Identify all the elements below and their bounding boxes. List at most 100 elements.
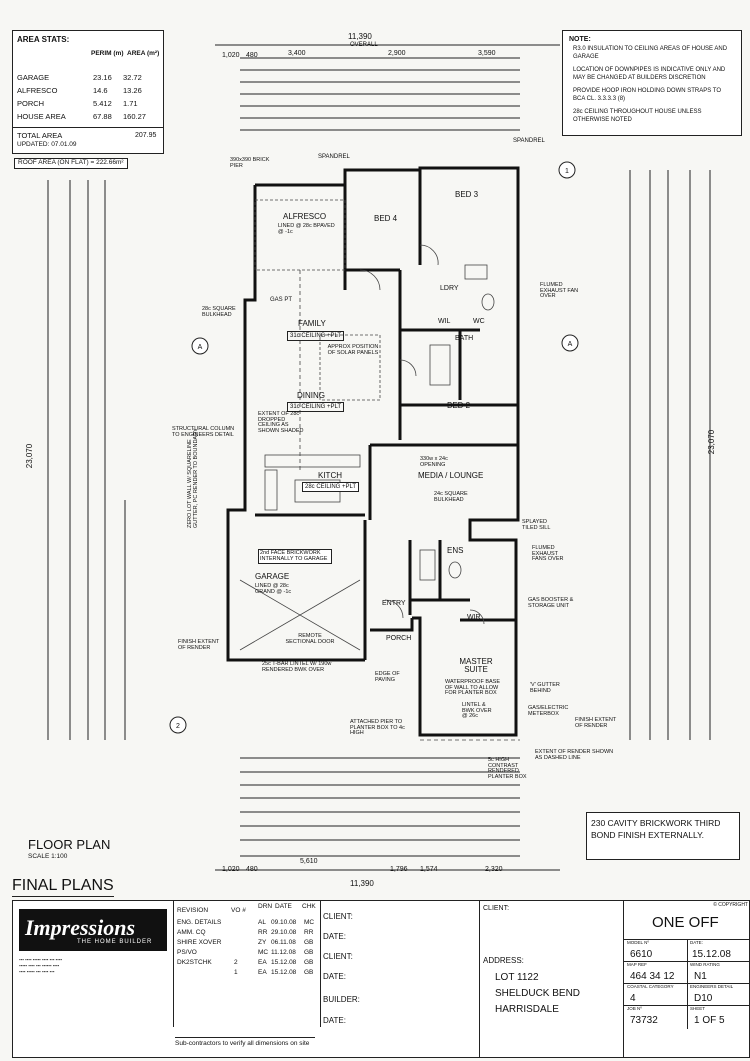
room-bed2: BED 2 bbox=[447, 401, 471, 410]
bottom-dim: 480 bbox=[246, 866, 258, 873]
zero-lot-note: ZERO LOT WALL W/ SQUARELINE GUTTER, PC R… bbox=[187, 428, 199, 528]
area-row-name: ALFRESCO bbox=[17, 86, 58, 95]
alfresco-note: LINED @ 28c BPAVED @ -1c bbox=[278, 223, 335, 235]
area-stats-title: AREA STATS: bbox=[17, 35, 70, 44]
kitch-ceiling: 28c CEILING +PLT bbox=[302, 482, 360, 492]
date-label: DATE: bbox=[323, 972, 346, 981]
meterbox-note: GAS/ELECTRIC METERBOX bbox=[528, 705, 569, 717]
floor-plan-scale: SCALE 1:100 bbox=[28, 853, 68, 860]
brand-logo: Impressions THE HOME BUILDER bbox=[19, 909, 167, 951]
area-stats-col-area: AREA (m²) bbox=[127, 50, 160, 57]
room-kitch: KITCH bbox=[318, 471, 342, 480]
flumed-fans-note: FLUMED EXHAUST FANS OVER bbox=[532, 545, 564, 562]
rev-cell: 06.11.08 bbox=[271, 939, 296, 946]
notes-title: NOTE: bbox=[569, 36, 591, 43]
room-bed4: BED 4 bbox=[374, 214, 398, 223]
rev-cell: EA bbox=[258, 959, 267, 966]
brand-tagline: THE HOME BUILDER bbox=[77, 939, 153, 945]
address-line: SHELDUCK BEND bbox=[495, 988, 581, 999]
svg-text:2: 2 bbox=[176, 723, 180, 730]
rev-cell: 15.12.08 bbox=[271, 959, 297, 966]
room-family: FAMILY bbox=[298, 319, 326, 328]
map-ref-label: MAP REF bbox=[627, 962, 647, 967]
gas-point-note: GAS PT bbox=[270, 297, 293, 303]
rev-cell: PS/VO bbox=[177, 949, 197, 956]
rev-cell: DK2STCHK bbox=[177, 959, 212, 966]
planter-box-note: 5c HIGH CONTRAST RENDERED PLANTER BOX bbox=[488, 757, 527, 780]
model-value: 6610 bbox=[630, 949, 653, 960]
rev-col-drn: DRN bbox=[258, 903, 273, 910]
rev-col-revision: REVISION bbox=[177, 907, 209, 914]
splayed-sill-note: SPLAYED TILED SILL bbox=[522, 519, 551, 531]
sheet-value: 1 OF 5 bbox=[694, 1015, 725, 1026]
rev-cell: ENG. DETAILS bbox=[177, 919, 222, 926]
note-item: PROVIDE HOOP IRON HOLDING DOWN STRAPS TO… bbox=[573, 88, 722, 102]
area-row: GARAGE 23.16 32.72 bbox=[17, 73, 163, 82]
job-label: JOB Nº bbox=[627, 1006, 642, 1011]
floor-plan-drawing: A A 1 2 bbox=[47, 44, 711, 871]
overall-bottom-dim: 11,390 bbox=[350, 879, 374, 888]
top-dim: 480 bbox=[246, 52, 258, 59]
right-overall-dim: 23,070 bbox=[707, 429, 717, 455]
area-row-perim: 14.6 bbox=[93, 86, 108, 95]
coastal-value: 4 bbox=[630, 993, 636, 1004]
revisions-header: REVISION VO # DRN DATE CHK bbox=[174, 903, 320, 917]
overall-top-label: OVERALL bbox=[350, 42, 378, 48]
remote-door-note: REMOTE SECTIONAL DOOR bbox=[285, 633, 335, 645]
sheet-label: SHEET bbox=[690, 1006, 706, 1011]
rev-cell: 11.12.08 bbox=[271, 949, 296, 956]
wind-label: WIND RATING bbox=[690, 962, 720, 967]
area-row-name: GARAGE bbox=[17, 73, 50, 82]
bottom-dim: 5,610 bbox=[300, 858, 318, 865]
address-line: LOT 1122 bbox=[495, 972, 539, 983]
rev-cell: GB bbox=[304, 969, 314, 976]
area-row-perim: 67.88 bbox=[93, 112, 112, 121]
area-row-perim: 5.412 bbox=[93, 99, 112, 108]
area-row-name: HOUSE AREA bbox=[17, 112, 66, 121]
date-label: DATE: bbox=[323, 1016, 346, 1025]
rev-cell: AL bbox=[258, 919, 266, 926]
room-ldry: LDRY bbox=[440, 285, 459, 292]
room-alfresco: ALFRESCO bbox=[283, 212, 327, 221]
model-label: MODEL Nº bbox=[627, 940, 649, 945]
builder-label: BUILDER: bbox=[323, 995, 360, 1004]
total-area-value: 207.95 bbox=[135, 132, 157, 139]
area-row-name: PORCH bbox=[17, 99, 45, 108]
brickwork-note: 2nd FACE BRICKWORK INTERNALLY TO GARAGE bbox=[258, 549, 332, 564]
rev-cell: AMM. CQ bbox=[177, 929, 206, 936]
address-line: HARRISDALE bbox=[495, 1004, 559, 1015]
rev-cell: GB bbox=[304, 959, 314, 966]
eng-label: ENGINEERS DETAIL bbox=[690, 984, 734, 989]
client-panel: CLIENT: DATE: CLIENT: DATE: BUILDER: DAT… bbox=[319, 901, 480, 1057]
rev-col-vo: VO # bbox=[231, 907, 246, 914]
overall-top-dim: 11,390 bbox=[348, 32, 372, 41]
area-row-area: 32.72 bbox=[123, 73, 142, 82]
bottom-dim: 1,796 bbox=[390, 866, 408, 873]
eng-value: D10 bbox=[694, 993, 713, 1004]
room-bath: BATH bbox=[455, 335, 474, 342]
job-value: 73732 bbox=[630, 1015, 658, 1026]
bottom-dim: 2,320 bbox=[485, 866, 503, 873]
rev-cell: 1 bbox=[234, 969, 238, 976]
date-field-label: DATE: bbox=[690, 940, 703, 945]
left-overall-dim: 23,070 bbox=[25, 443, 35, 469]
room-master: MASTER SUITE bbox=[459, 657, 493, 674]
gas-booster-note: GAS BOOSTER & STORAGE UNIT bbox=[528, 597, 574, 609]
structural-column-note: STRUCTURAL COLUMN TO ENGINEERS DETAIL bbox=[172, 426, 235, 438]
room-wc: WC bbox=[473, 318, 485, 325]
top-dim: 3,590 bbox=[478, 50, 496, 57]
attached-pier-note: ATTACHED PIER TO PLANTER BOX TO 4c HIGH bbox=[350, 719, 405, 736]
area-row-perim: 23.16 bbox=[93, 73, 112, 82]
cavity-brickwork-text: 230 CAVITY BRICKWORK THIRD BOND FINISH E… bbox=[591, 818, 721, 840]
rev-cell: 09.10.08 bbox=[271, 919, 297, 926]
address-label: ADDRESS: bbox=[483, 956, 524, 965]
flumed-exhaust-note: FLUMED EXHAUST FAN OVER bbox=[540, 282, 579, 299]
v-gutter-note: 'V' GUTTER BEHIND bbox=[530, 682, 560, 694]
